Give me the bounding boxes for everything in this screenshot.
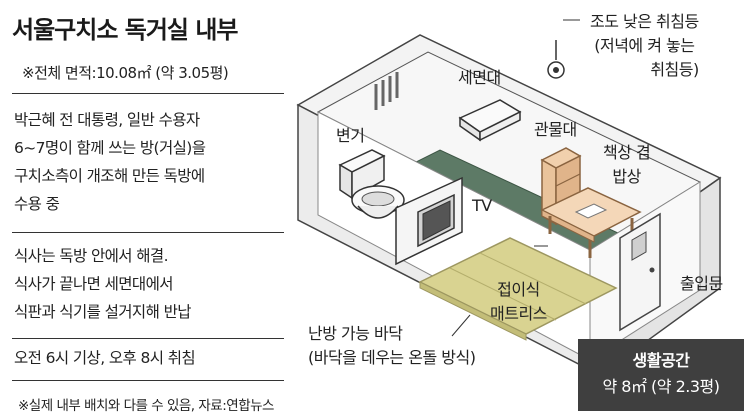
divider: [12, 232, 284, 233]
cupboard-label: 관물대: [534, 120, 577, 139]
paragraph-line: 식사가 끝나면 세면대에서: [14, 275, 174, 293]
tv-icon: [395, 176, 463, 266]
description-paragraph-3: 오전 6시 기상, 오후 8시 취침: [14, 344, 196, 372]
paragraph-line: 오전 6시 기상, 오후 8시 취침: [14, 349, 196, 367]
paragraph-line: 구치소측이 개조해 만든 독방에: [14, 167, 205, 185]
cell-illustration: [296, 19, 722, 377]
washbasin-label: 세면대: [458, 68, 501, 87]
label-line: (바닥을 데우는 온돌 방식): [308, 348, 476, 367]
paragraph-line: 박근혜 전 대통령, 일반 수용자: [14, 111, 200, 129]
paragraph-line: 수용 중: [14, 195, 60, 213]
floor-label: 난방 가능 바닥 (바닥을 데우는 온돌 방식): [308, 322, 476, 370]
window-bars: [374, 72, 399, 110]
door-label: 출입문: [680, 274, 723, 293]
description-paragraph-2: 식사는 독방 안에서 해결. 식사가 끝나면 세면대에서 식판과 식기를 설거지…: [14, 242, 192, 326]
toilet-label: 변기: [336, 126, 365, 145]
label-line: 난방 가능 바닥: [308, 324, 403, 343]
toilet-icon: [338, 149, 405, 219]
label-line: 밥상: [612, 167, 641, 186]
washbasin-icon: [458, 99, 522, 142]
paragraph-line: 식판과 식기를 설거지해 반납: [14, 303, 192, 321]
living-space-value: 약 8㎡ (약 2.3평): [602, 377, 720, 396]
tv-label: TV: [472, 196, 492, 215]
mattress-icon: [418, 237, 618, 341]
label-line: 책상 겸: [603, 143, 651, 162]
footnote: ※실제 내부 배치와 다를 수 있음, 자료:연합뉴스: [18, 398, 274, 414]
divider: [12, 338, 284, 339]
mattress-label: 접이식 매트리스: [490, 278, 547, 326]
page-title: 서울구치소 독거실 내부: [12, 16, 239, 44]
living-space-title: 생활공간: [632, 351, 690, 370]
paragraph-line: 식사는 독방 안에서 해결.: [14, 247, 169, 265]
light-bulb-icon: [547, 40, 565, 79]
paragraph-line: 6~7명이 함께 쓰는 방(거실)을: [14, 139, 206, 157]
label-line: 접이식: [497, 280, 540, 299]
description-paragraph-1: 박근혜 전 대통령, 일반 수용자 6~7명이 함께 쓰는 방(거실)을 구치소…: [14, 106, 206, 218]
area-note: ※전체 면적:10.08㎡ (약 3.05평): [22, 64, 229, 82]
label-line: 매트리스: [490, 304, 547, 323]
door-icon: [619, 212, 661, 332]
desk-label: 책상 겸 밥상: [603, 141, 651, 189]
label-line: 취침등): [650, 60, 699, 79]
desk-icon: [540, 187, 642, 258]
divider: [12, 380, 284, 381]
label-line: 조도 낮은 취침등: [590, 12, 699, 31]
divider: [12, 93, 284, 94]
light-label: 조도 낮은 취침등 (저녁에 켜 놓는 취침등): [590, 10, 699, 82]
label-line: (저녁에 켜 놓는: [594, 36, 695, 55]
leader-lines: [451, 19, 580, 337]
living-space-badge: 생활공간 약 8㎡ (약 2.3평): [578, 339, 744, 411]
